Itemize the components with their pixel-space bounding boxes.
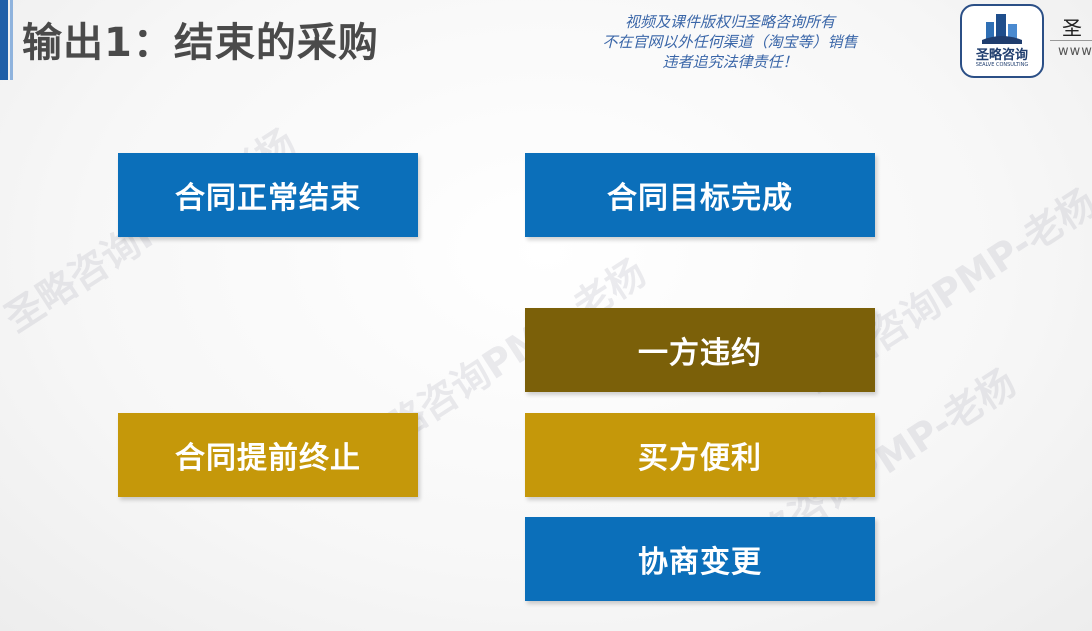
copyright-line: 视频及课件版权归圣略咨询所有: [624, 13, 835, 31]
box-buyer-convenience: 买方便利: [525, 413, 875, 497]
building-icon: [982, 14, 1022, 44]
box-normal-end: 合同正常结束: [118, 153, 418, 237]
slide-title: 输出1：结束的采购: [22, 20, 379, 66]
box-label: 协商变更: [638, 545, 762, 580]
company-logo: 圣略咨询 SEALVE CONSULTING: [960, 4, 1044, 78]
box-early-termination: 合同提前终止: [118, 413, 418, 497]
logo-divider: [1050, 40, 1092, 41]
logo-subtitle: SEALVE CONSULTING: [975, 62, 1029, 68]
logo-side-char: 圣: [1062, 16, 1082, 40]
box-label: 合同正常结束: [175, 181, 361, 216]
logo-name: 圣略咨询: [975, 48, 1028, 63]
copyright-line: 违者追究法律责任！: [662, 53, 798, 71]
box-label: 合同提前终止: [175, 441, 361, 476]
title-accent-bar: [0, 0, 8, 80]
box-label: 合同目标完成: [607, 181, 793, 216]
copyright-notice: 视频及课件版权归圣略咨询所有 不在官网以外任何渠道（淘宝等）销售 违者追究法律责…: [570, 12, 890, 72]
box-negotiated-change: 协商变更: [525, 517, 875, 601]
logo-url: www: [1058, 44, 1092, 59]
box-one-party-breach: 一方违约: [525, 308, 875, 392]
box-label: 一方违约: [638, 336, 762, 371]
box-label: 买方便利: [638, 441, 762, 476]
box-goal-complete: 合同目标完成: [525, 153, 875, 237]
title-accent-bar-light: [10, 0, 13, 80]
copyright-line: 不在官网以外任何渠道（淘宝等）销售: [602, 33, 858, 51]
